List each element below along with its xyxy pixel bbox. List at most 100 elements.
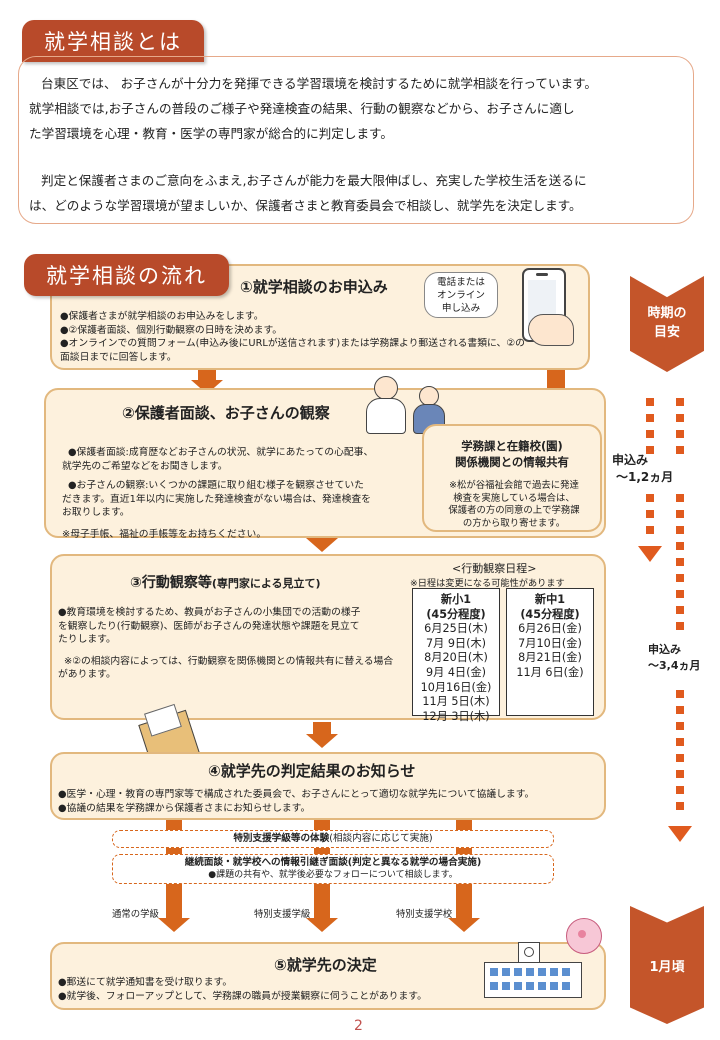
step4-body: ●医学・心理・教育の専門家等で構成された委員会で、お子さんにとって適切な就学先に… <box>58 788 598 815</box>
info-share-note: ※松が谷福祉会館で過去に発達 検査を実施している場合は、 保護者の方の同意の上で… <box>428 480 600 530</box>
schedule-date: 7月 9日(木) <box>425 636 487 650</box>
flow-heading: 就学相談の流れ <box>24 254 229 296</box>
timeline-arrow-head <box>668 826 692 842</box>
step2-line: ●保護者面談:成育歴などお子さんの状況、就学にあたっての心配事、 <box>68 447 374 458</box>
timeline-apply-2-line: ～3,4ヵ月 <box>648 659 701 672</box>
branch-label-special-school: 特別支援学校 <box>396 909 453 920</box>
info-share-note-line: 保護者の方の同意の上で学務課 <box>448 505 580 517</box>
timeline-apply-2-line: 申込み <box>648 643 681 656</box>
intro-heading: 就学相談とは <box>22 20 204 62</box>
schedule-elementary: 新小1 (45分程度) 6月25日(木) 7月 9日(木) 8月20日(木) 9… <box>412 588 500 723</box>
handover-main: 継続面談・就学校への情報引継ぎ面談 <box>184 857 348 868</box>
apply-bubble: 電話または オンライン 申し込み <box>424 272 498 318</box>
step5-line: ●就学後、フォローアップとして、学務課の職員が授業観察に伺うことがあります。 <box>58 990 427 1002</box>
info-share-title-line: 学務課と在籍校(園) <box>461 439 563 453</box>
timeline-dot <box>646 526 654 534</box>
branch-label-regular: 通常の学級 <box>112 909 159 920</box>
timeline-dot <box>646 494 654 502</box>
step3-line: たりします。 <box>58 634 116 645</box>
schedule-date: 8月21日(金) <box>518 651 582 665</box>
step3-note: があります。 <box>58 669 116 680</box>
trial-experience-box: 特別支援学級等の体験(相談内容に応じて実施) <box>112 830 554 848</box>
step3-title: ③行動観察等(専門家による見立て) <box>130 572 321 592</box>
bubble-line: 電話または <box>437 277 485 288</box>
trial-experience-main: 特別支援学級等の体験 <box>233 833 330 844</box>
timeline-dot <box>676 526 684 534</box>
school-building-icon <box>484 942 584 998</box>
step3-note: ※②の相談内容によっては、行動観察を関係機関との情報共有に替える場合 <box>64 655 394 667</box>
step2-line: お取りします。 <box>62 507 130 518</box>
timeline-dot <box>676 606 684 614</box>
timeline-apply-2: 申込み ～3,4ヵ月 <box>648 642 701 674</box>
timeline-dot <box>676 786 684 794</box>
timeline-dot <box>676 722 684 730</box>
timeline-dot <box>676 510 684 518</box>
step1-line: ●保護者さまが就学相談のお申込みをします。 <box>60 311 264 322</box>
schedule-junior: 新中1 (45分程度) 6月26日(金) 7月10日(金) 8月21日(金) 1… <box>506 588 594 716</box>
step1-body: ●保護者さまが就学相談のお申込みをします。 ●②保護者面談、個別行動観察の日時を… <box>60 310 585 364</box>
intro-para1-line1: 台東区では、 お子さんが十分力を発揮できる学習環境を検討するために就学相談を行っ… <box>41 76 597 91</box>
timeline-label-line: 時期の <box>647 306 687 321</box>
timeline-dot <box>676 414 684 422</box>
timeline-dot <box>646 414 654 422</box>
bubble-line: オンライン <box>437 290 485 301</box>
schedule-note: ※日程は変更になる可能性があります <box>410 578 565 589</box>
flow-arrow-head <box>448 918 480 932</box>
step1-line: ●オンラインでの質問フォーム(申込み後にURLが送信されます)または学務課より郵… <box>60 338 525 349</box>
schedule-elem-head: (45分程度) <box>426 607 486 621</box>
step3-title-sub: (専門家による見立て) <box>211 577 321 590</box>
flow-arrow-head <box>158 918 190 932</box>
trial-experience-sub: (相談内容に応じて実施) <box>329 833 433 844</box>
step2-body: ●保護者面談:成育歴などお子さんの状況、就学にあたっての心配事、 就学先のご希望… <box>62 446 422 541</box>
step2-line: だきます。直近1年以内に実施した発達検査がない場合は、発達検査を <box>62 493 371 505</box>
timeline-dot <box>646 446 654 454</box>
timeline-dot <box>646 510 654 518</box>
schedule-date: 8月20日(木) <box>424 651 488 665</box>
info-share-note-line: の方から取り寄せます。 <box>462 517 566 529</box>
schedule-junior-head: 新中1 <box>534 593 566 606</box>
schedule-date: 6月26日(金) <box>518 622 582 636</box>
timeline-arrow-head <box>638 546 662 562</box>
step1-line: 面談日までに回答します。 <box>60 351 177 363</box>
timeline-apply-1-line: 申込み <box>612 453 649 467</box>
intro-heading-text: 就学相談とは <box>44 30 182 54</box>
timeline-dot <box>646 398 654 406</box>
schedule-title: <行動観察日程> <box>452 562 537 575</box>
timeline-apply-1-line: ～1,2ヵ月 <box>616 470 674 484</box>
timeline-apply-1: 申込み ～1,2ヵ月 <box>612 452 673 486</box>
timeline-end-label: 1月頃 <box>630 906 704 1024</box>
step2-title: ②保護者面談、お子さんの観察 <box>122 404 330 422</box>
flow-arrow-head <box>306 734 338 748</box>
flow-heading-text: 就学相談の流れ <box>46 264 207 288</box>
flow-arrow-head <box>306 538 338 552</box>
step4-line: ●協議の結果を学務課から保護者さまにお知らせします。 <box>58 802 311 814</box>
flow-arrow <box>313 722 331 734</box>
timeline-dot <box>676 558 684 566</box>
timeline-dot <box>676 398 684 406</box>
bubble-line: 申し込み <box>441 303 481 314</box>
schedule-date: 11月 5日(木) <box>422 695 490 709</box>
step2-line: 就学先のご希望などをお聞きします。 <box>62 460 228 472</box>
timeline-dot <box>676 622 684 630</box>
step4-line: ●医学・心理・教育の専門家等で構成された委員会で、お子さんにとって適切な就学先に… <box>58 789 535 800</box>
timeline-label-line: 目安 <box>653 325 680 340</box>
handover-note: ●課題の共有や、就学後必要なフォローについて相談します。 <box>208 870 458 880</box>
intro-para2-line2: は、どのような学習環境が望ましいか、保護者さまと教育委員会で相談し、就学先を決定… <box>29 198 582 213</box>
timeline-dot <box>676 770 684 778</box>
step3-line: ●教育環境を検討するため、教員がお子さんの小集団での活動の様子 <box>58 607 361 618</box>
flow-arrow-head <box>306 918 338 932</box>
timeline-dot <box>676 690 684 698</box>
schedule-date: 7月10日(金) <box>518 636 582 650</box>
info-share-note-line: ※松が谷福祉会館で過去に発達 <box>449 480 579 491</box>
schedule-date: 10月16日(金) <box>420 680 492 694</box>
timeline-dot <box>676 706 684 714</box>
flow-arrow <box>198 370 216 380</box>
schedule-junior-head: (45分程度) <box>520 607 580 621</box>
step1-title: ①就学相談のお申込み <box>240 278 388 296</box>
schedule-date: 12月 3日(木) <box>422 709 490 723</box>
step2-note: ※母子手帳、福祉の手帳等をお持ちください。 <box>62 528 267 540</box>
timeline-label: 時期の 目安 <box>630 276 704 372</box>
info-share-title-line: 関係機関との情報共有 <box>455 455 569 469</box>
info-share-title: 学務課と在籍校(園) 関係機関との情報共有 <box>424 438 600 470</box>
timeline-dot <box>646 430 654 438</box>
